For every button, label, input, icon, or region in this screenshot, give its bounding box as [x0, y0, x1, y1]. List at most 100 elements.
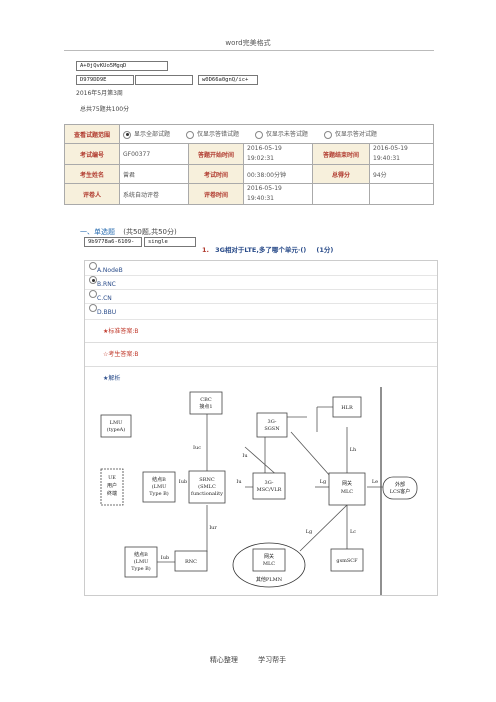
rnc-node: [174, 550, 208, 572]
interface-label: Iub: [179, 479, 187, 485]
diagram-label: MLC: [341, 489, 353, 495]
diagram-label: Type B): [149, 490, 169, 497]
question-text: 1. 3G相对于LTE,多了哪个单元·() (1分): [202, 246, 334, 254]
exam-no-label: 考试编号: [64, 143, 120, 165]
radio-icon[interactable]: [323, 130, 332, 139]
option-b[interactable]: B.RNC: [85, 275, 437, 290]
scope-label: 查看试题范围: [64, 124, 120, 144]
start-label: 答题开始时间: [188, 143, 244, 165]
code-field-3[interactable]: [135, 75, 193, 85]
diagram-label: 外部: [395, 481, 405, 488]
section-title: 一、单选题: [80, 228, 115, 236]
option-c[interactable]: C.CN: [85, 289, 437, 304]
section-heading: 一、单选题 (共50题,共50分): [80, 227, 177, 237]
interface-label: Iur: [209, 525, 217, 531]
empty-cell: [369, 183, 434, 205]
diagram-label: Type B): [131, 565, 151, 572]
diagram-label: 网关: [342, 480, 352, 487]
scope-option-all[interactable]: 显示全部试题: [123, 130, 170, 139]
name-label: 考生姓名: [64, 164, 120, 184]
option-d[interactable]: D.BBU: [85, 303, 437, 320]
scope-option-wrong[interactable]: 仅显示答错试题: [185, 130, 239, 139]
diagram-label: (typeA): [107, 426, 126, 433]
interface-label: Iu: [236, 479, 242, 485]
diagram-label: functionality: [191, 491, 223, 497]
cbc-node: [189, 391, 223, 415]
hlr-node: [332, 396, 362, 418]
gsmscf-node: [330, 548, 364, 572]
radio-icon[interactable]: [89, 290, 97, 298]
diagram-label: MSC/VLR: [257, 487, 282, 493]
diagram-label: (SMLC: [198, 483, 216, 490]
totals: 总共75题共100分: [80, 106, 130, 113]
interface-label: Iu: [242, 453, 248, 459]
diagram-label: 结点B: [152, 476, 166, 483]
diagram-label: MLC: [263, 561, 275, 567]
interface-label: Lg: [306, 529, 313, 535]
network-diagram: CBC 接点1 LMU (typeA) 3G- SGSN HLR UE 用户 终…: [100, 387, 418, 595]
radio-icon[interactable]: [89, 304, 97, 312]
code-field-4[interactable]: w0D66a0gnQ/ic+: [198, 75, 258, 85]
interface-label: Le: [372, 479, 378, 485]
diagram-label: HLR: [341, 405, 353, 411]
nodeb-1: [142, 471, 176, 503]
exam-info-table: 查看试题范围 显示全部试题 仅显示答错试题 仅显示未答试题 仅显示答对试题 考试…: [64, 124, 434, 205]
end-label: 答题结束时间: [312, 143, 370, 165]
score: 94分: [369, 164, 434, 184]
question-type-field[interactable]: single: [144, 237, 196, 247]
student-name: 曾君: [119, 164, 189, 184]
duration-label: 考试时间: [188, 164, 244, 184]
interface-label: Iub: [161, 555, 169, 561]
interface-label: Iuc: [193, 445, 201, 451]
diagram-label: gsmSCF: [336, 558, 358, 564]
diagram-label: UE: [108, 475, 116, 481]
code-field-1[interactable]: A+0jQvKUo5MgqD: [76, 61, 168, 71]
diagram-label: LMU: [110, 420, 123, 426]
interface-label: Lc: [350, 529, 356, 535]
header-divider: [64, 50, 434, 51]
diagram-label: 终端: [107, 490, 117, 497]
scope-option-right[interactable]: 仅显示答对试题: [323, 130, 377, 139]
diagram-label: RNC: [185, 559, 197, 565]
correct-answer: ★标准答案:B: [85, 323, 437, 343]
page-header: word完美格式: [225, 39, 271, 47]
diagram-label: 其他PLMN: [256, 576, 283, 583]
radio-icon[interactable]: [89, 276, 97, 284]
score-label: 总得分: [312, 164, 370, 184]
srnc-node: [188, 470, 226, 504]
exam-period: 2016年5月第3周: [76, 90, 123, 97]
question-id-field[interactable]: 9b9778a6-6109-: [84, 237, 142, 247]
duration: 00:38:00分钟: [243, 164, 313, 184]
radio-icon[interactable]: [123, 130, 131, 139]
msc-node: [252, 472, 286, 500]
scope-options: 显示全部试题 仅显示答错试题 仅显示未答试题 仅显示答对试题: [119, 124, 434, 144]
interface-label: Lg: [320, 479, 327, 485]
radio-icon[interactable]: [89, 262, 97, 270]
section-note: (共50题,共50分): [123, 228, 177, 236]
grader-label: 评卷人: [64, 183, 120, 205]
lcs-client-node: [382, 476, 418, 500]
nodeb-2: [124, 546, 158, 578]
page-footer: 精心整理 学习帮手: [209, 656, 287, 664]
diagram-label: SGSN: [264, 426, 280, 432]
diagram-label: LCS客户: [390, 488, 411, 495]
radio-icon[interactable]: [185, 130, 194, 139]
diagram-label: (LMU: [152, 483, 167, 490]
diagram-label: 3G-: [265, 480, 274, 486]
sgsn-node: [256, 412, 288, 438]
code-field-2[interactable]: D979DD9E: [76, 75, 134, 85]
question-panel: A.NodeB B.RNC C.CN D.BBU ★标准答案:B ☆考生答案:B…: [84, 260, 438, 596]
diagram-label: 3G-: [268, 419, 277, 425]
radio-icon[interactable]: [254, 130, 263, 139]
diagram-label: SRNC: [199, 477, 215, 483]
diagram-label: CBC: [200, 397, 212, 403]
diagram-label: 网关: [264, 553, 274, 560]
analysis-label: ★解析: [103, 375, 121, 382]
scope-option-unanswered[interactable]: 仅显示未答试题: [254, 130, 308, 139]
gmlc-node: [328, 472, 366, 506]
option-a[interactable]: A.NodeB: [85, 261, 437, 276]
grader: 系统自动评卷: [119, 183, 189, 205]
